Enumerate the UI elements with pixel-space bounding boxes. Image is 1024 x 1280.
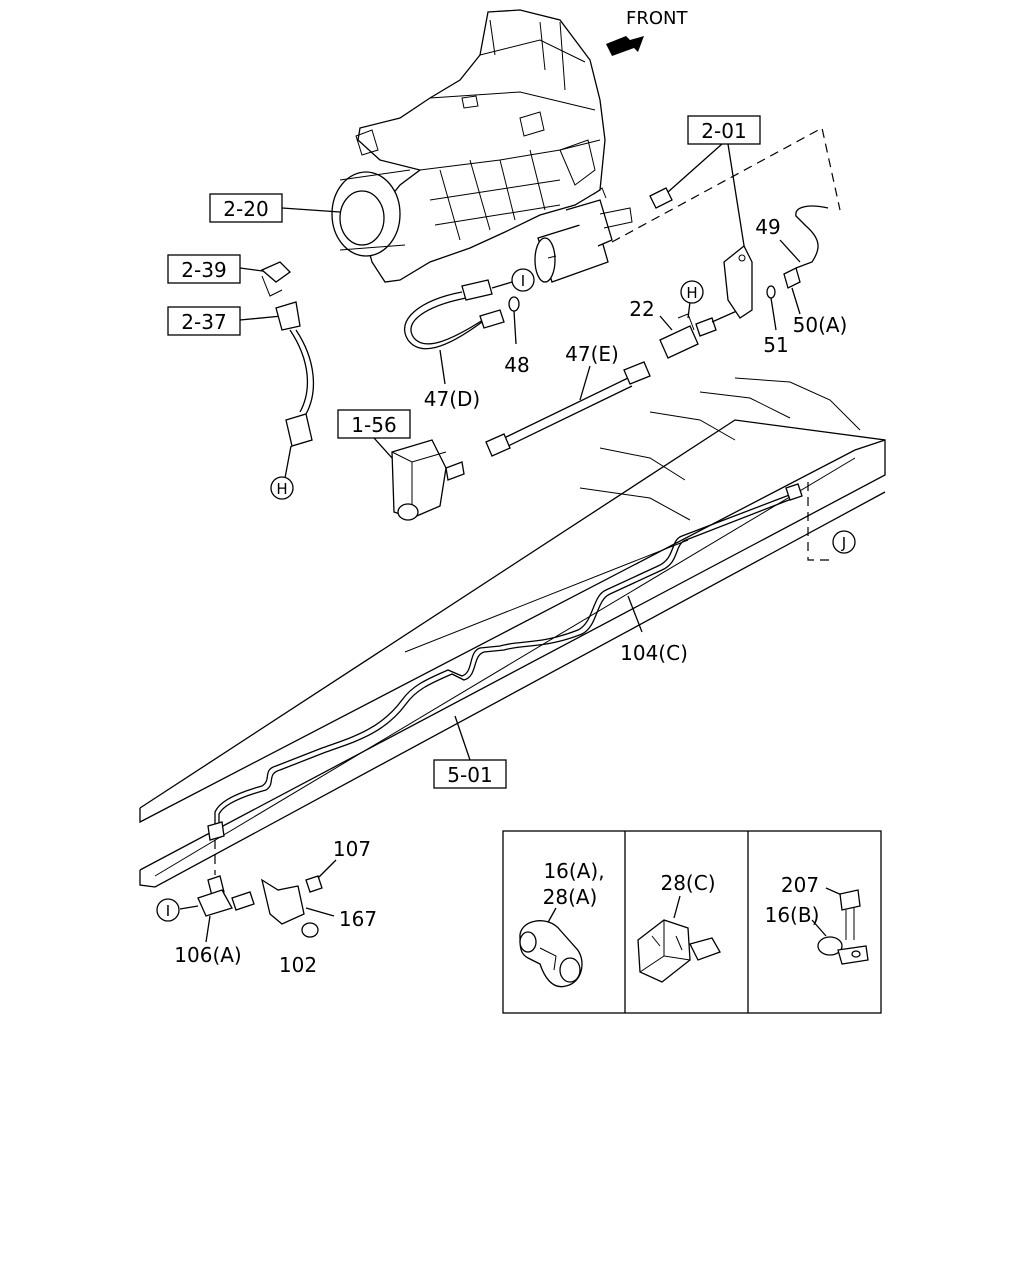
hose-47e (485, 361, 651, 457)
clutch-actuator (534, 187, 633, 283)
bracket-2-01 (723, 244, 753, 319)
marker-i-top: I (511, 268, 535, 292)
svg-text:H: H (686, 284, 697, 302)
frame-rail-5-01 (139, 377, 886, 888)
label-16b: 16(B) (765, 903, 820, 927)
label-107: 107 (333, 837, 371, 861)
marker-i-bottom: I (156, 898, 180, 922)
routing-line-upper (611, 127, 841, 243)
valve-1-56 (391, 439, 465, 521)
washer-48 (508, 296, 520, 312)
ref-box-2-39-label: 2-39 (181, 258, 226, 282)
marker-h-left: H (270, 476, 294, 500)
bracket-connector-2-01 (649, 187, 673, 209)
detail-panel-bolt-clip-207-16b: 207 16(B) (765, 873, 869, 965)
ref-box-5-01[interactable]: 5-01 (433, 759, 507, 789)
ref-box-2-39[interactable]: 2-39 (167, 254, 241, 284)
marker-j: J (832, 530, 856, 554)
bracket-167 (261, 878, 305, 925)
label-47d: 47(D) (424, 387, 480, 411)
label-16a: 16(A), (543, 859, 604, 883)
label-207: 207 (781, 873, 819, 897)
label-51: 51 (763, 333, 788, 357)
routing-line-right (807, 482, 830, 561)
ref-box-2-37-label: 2-37 (181, 310, 226, 334)
detail-panel-clip-28c: 28(C) (637, 871, 721, 983)
pipe-104c (214, 493, 793, 828)
tee-22 (659, 313, 717, 359)
ref-box-2-01[interactable]: 2-01 (687, 115, 761, 145)
svg-text:J: J (841, 534, 846, 552)
nut-102 (301, 922, 319, 938)
hose-47d (403, 279, 505, 350)
label-28c: 28(C) (660, 871, 715, 895)
svg-text:I: I (521, 272, 525, 290)
ref-box-2-20-label: 2-20 (223, 197, 268, 221)
ref-box-5-01-label: 5-01 (447, 763, 492, 787)
label-22: 22 (629, 297, 654, 321)
label-106a: 106(A) (174, 943, 241, 967)
nut-50a (783, 267, 801, 289)
svg-text:I: I (166, 902, 170, 920)
label-48: 48 (504, 353, 529, 377)
label-104c: 104(C) (620, 641, 688, 665)
detail-panel-clip-16a-28a: 16(A), 28(A) (519, 859, 605, 988)
washer-51 (766, 285, 776, 299)
ref-box-2-01-label: 2-01 (701, 119, 746, 143)
ref-box-1-56-label: 1-56 (351, 413, 396, 437)
label-167: 167 (339, 907, 377, 931)
label-28a: 28(A) (543, 885, 598, 909)
front-label: FRONT (626, 8, 688, 29)
svg-text:H: H (276, 480, 287, 498)
ref-box-2-20[interactable]: 2-20 (209, 193, 283, 223)
marker-h-top: H (680, 280, 704, 304)
ref-box-1-56[interactable]: 1-56 (337, 409, 411, 439)
bolt-107 (305, 875, 323, 893)
ref-box-2-37[interactable]: 2-37 (167, 306, 241, 336)
front-arrow-icon (606, 36, 644, 56)
transmission-assembly (331, 9, 606, 283)
label-50a: 50(A) (793, 313, 848, 337)
pipe-49 (795, 205, 829, 269)
label-49: 49 (755, 215, 780, 239)
fitting-106a (197, 875, 255, 917)
left-pipe-assembly (260, 261, 315, 479)
label-47e: 47(E) (565, 342, 619, 366)
label-102: 102 (279, 953, 317, 977)
